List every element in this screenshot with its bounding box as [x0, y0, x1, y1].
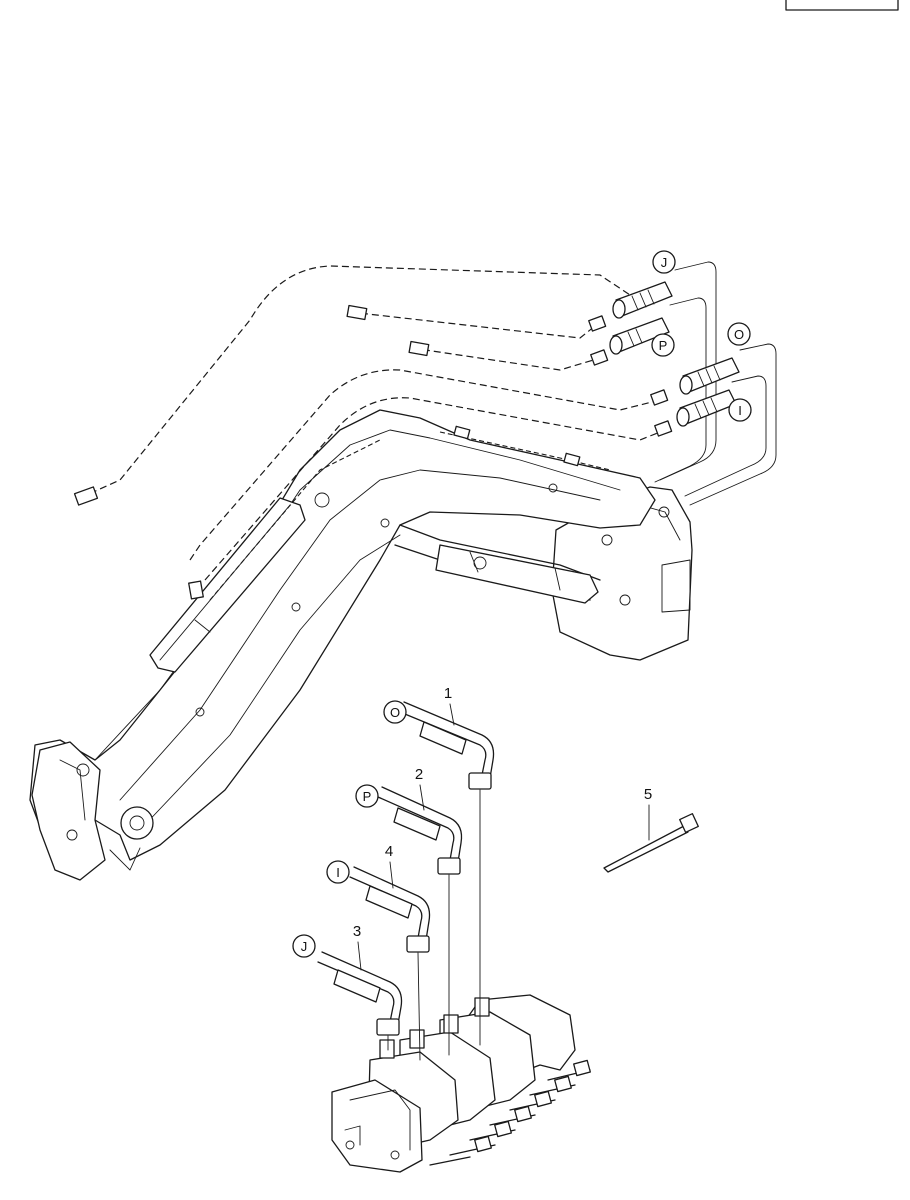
svg-text:2: 2	[415, 766, 423, 783]
svg-text:4: 4	[385, 843, 393, 860]
part-1-hose	[399, 701, 495, 1046]
control-valve-block	[331, 994, 591, 1173]
part-3-connector-callout: J	[292, 934, 316, 958]
boom-coupler-p	[609, 317, 670, 355]
boom-callout-o-label: O	[734, 327, 744, 342]
part-5-callout-number: 5	[644, 786, 652, 841]
svg-text:3: 3	[353, 923, 361, 940]
boom-callout-i-label: I	[738, 403, 742, 418]
boom-coupler-o	[679, 357, 740, 395]
svg-text:O: O	[390, 705, 400, 720]
svg-text:J: J	[301, 939, 308, 954]
boom-callout-j-label: J	[661, 255, 668, 270]
part-4-connector-callout: I	[326, 860, 350, 884]
part-2-hose	[377, 786, 463, 1056]
boom-callout-p: P	[651, 333, 675, 357]
svg-text:I: I	[336, 865, 340, 880]
boom-callout-i: I	[728, 398, 752, 422]
svg-text:P: P	[363, 789, 372, 804]
boom-arm-assembly	[29, 409, 693, 881]
boom-coupler-i	[676, 389, 737, 427]
part-1-connector-callout: O	[383, 700, 407, 724]
part-3-callout-number: 3	[353, 923, 362, 971]
boom-coupler-j	[612, 281, 673, 319]
title-frame-box	[785, 0, 899, 11]
part-2-callout-number: 2	[415, 766, 425, 811]
part-4-hose	[349, 866, 431, 1061]
part-4-callout-number: 4	[385, 843, 394, 889]
part-2-connector-callout: P	[355, 784, 379, 808]
boom-callout-o: O	[727, 322, 751, 346]
part-5-cable-tie	[603, 813, 699, 873]
part-3-hose	[317, 951, 403, 1051]
boom-hose-lines	[73, 261, 777, 601]
boom-callout-p-label: P	[659, 338, 668, 353]
part-1-callout-number: 1	[444, 685, 455, 726]
svg-text:5: 5	[644, 786, 652, 803]
svg-text:1: 1	[444, 685, 452, 702]
boom-callout-j: J	[652, 250, 676, 274]
